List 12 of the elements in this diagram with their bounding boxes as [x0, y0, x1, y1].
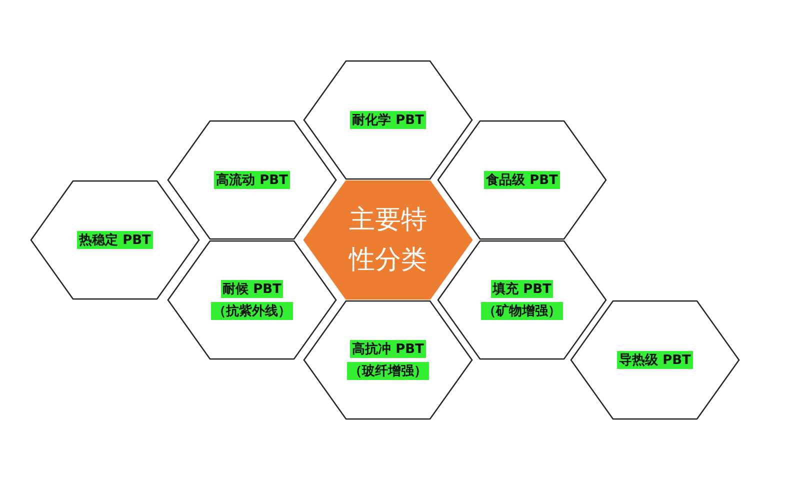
category-label: 食品级 PBT [484, 171, 560, 189]
category-label: 耐化学 PBT [350, 111, 426, 129]
category-label: （抗紫外线） [211, 302, 293, 320]
category-label: 导热级 PBT [617, 351, 693, 369]
center-title: 主要特性分类 [347, 204, 428, 277]
category-label: 耐候 PBT [220, 280, 284, 298]
category-label: （矿物增强） [481, 302, 563, 320]
category-label: 高流动 PBT [214, 171, 290, 189]
category-label: 填充 PBT [490, 280, 554, 298]
category-label: 高抗冲 PBT [350, 340, 426, 358]
category-label: （玻纤增强） [347, 362, 429, 380]
category-label: 热稳定 PBT [77, 231, 153, 249]
